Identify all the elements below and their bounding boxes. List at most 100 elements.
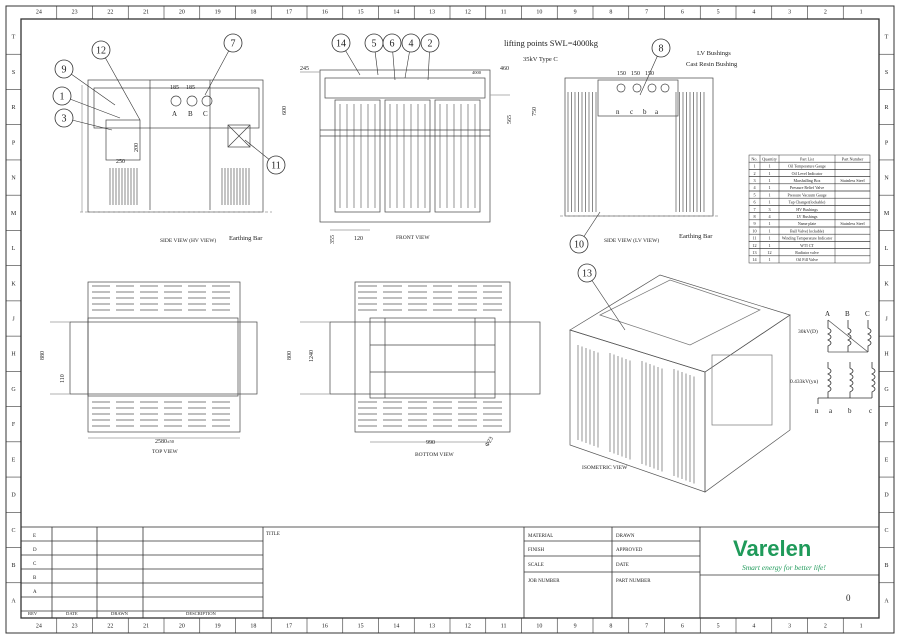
border-row-label: D (11, 493, 16, 499)
border-column-label: 23 (72, 10, 78, 16)
parts-table-cell: Radiator valve (795, 250, 819, 255)
parts-table-cell: 1 (768, 178, 770, 183)
balloon-number: 10 (574, 240, 584, 251)
bottom-view-caption: BOTTOM VIEW (415, 452, 455, 458)
border-column-label: 18 (250, 10, 256, 16)
parts-table-cell: Ball Valve( lockable) (790, 228, 825, 233)
parts-table-cell: 11 (752, 236, 756, 241)
side-view-lv-caption: SIDE VIEW (LV VIEW) (604, 237, 659, 244)
border-row-label: N (11, 176, 16, 182)
balloon-9 (54, 59, 74, 79)
top-view-caption: TOP VIEW (152, 449, 179, 455)
border-row-label: T (885, 35, 889, 41)
dim-800: 800 (287, 351, 293, 360)
sheet-value: 0 (846, 593, 851, 603)
border-column-label: 20 (179, 10, 185, 16)
dim-880: 880 (40, 351, 46, 360)
parts-table-cell: Pressure Vacuum Gauge (787, 192, 826, 197)
dim-1240: 1240 (309, 350, 315, 362)
border-column-label: 15 (358, 624, 364, 630)
parts-table-cell: Stainless Steel (840, 221, 865, 226)
border-column-label: 4 (752, 624, 755, 630)
winding-diagram (817, 319, 876, 404)
parts-table-cell: Tap Changer(lockable) (789, 200, 826, 205)
border-column-label: 10 (536, 10, 542, 16)
front-view (300, 69, 510, 231)
parts-table-cell: 3 (768, 207, 770, 212)
front-view-caption: FRONT VIEW (396, 235, 430, 241)
border-column-label: 15 (358, 10, 364, 16)
border-row-label: H (884, 352, 889, 358)
parts-table-cell: 1 (768, 164, 770, 169)
balloon-number: 11 (271, 161, 281, 172)
parts-table-cell: 4 (753, 185, 756, 190)
parts-table-cell: 10 (752, 228, 756, 233)
title-label: TITLE (266, 532, 280, 537)
bottom-view-dims: 800 1240 990 Φ23 BOTTOM VIEW (287, 350, 495, 458)
border-row-label: B (884, 563, 888, 569)
lv-phase-b: b (643, 108, 647, 116)
side-view-hv (80, 79, 272, 213)
parts-table-header: Quantity (762, 156, 778, 161)
side-view-hv-dims: 185 185 A B C 200 250 SIDE VIEW (HV VIEW… (116, 85, 263, 244)
dim-565: 565 (507, 115, 513, 124)
border-column-label: 7 (645, 624, 648, 630)
parts-table-cell: 1 (768, 192, 770, 197)
border-row-label: B (11, 563, 15, 569)
dim-phi23: Φ23 (485, 436, 495, 448)
title-block-text: TITLE MATERIAL FINISH SCALE JOB NUMBER D… (28, 532, 851, 616)
balloon-1 (52, 86, 72, 106)
hv-phase-c: C (203, 110, 208, 118)
lv-phase-c: c (630, 108, 633, 116)
parts-table-cell: HV Bushings (796, 207, 818, 212)
border-column-label: 24 (36, 624, 42, 630)
brand-tagline: Smart energy for better life! (742, 563, 826, 572)
border-column-label: 8 (609, 10, 612, 16)
parts-table-cell: 1 (768, 200, 770, 205)
balloon-number: 12 (96, 46, 106, 57)
winding-diagram-labels: A B C 30kV(D) 0.433kV(yn) n a b c (790, 310, 872, 415)
border-row-label: A (884, 598, 889, 604)
border-column-label: 6 (681, 10, 684, 16)
balloon-number: 9 (62, 65, 67, 76)
revision-header: DRAWN (111, 611, 129, 616)
lv-terminal-c: c (869, 407, 872, 415)
parts-table-cell: 1 (768, 236, 770, 241)
border-column-label: 13 (429, 624, 435, 630)
border-row-label: H (11, 352, 16, 358)
balloon-number: 14 (336, 39, 346, 50)
parts-table-cell: Marshalling Box (794, 178, 821, 183)
bottom-view (300, 281, 541, 443)
border-column-label: 9 (574, 10, 577, 16)
border-column-label: 17 (286, 10, 292, 16)
earthing-bar-left-label: Earthing Bar (229, 235, 263, 242)
hv-terminal-a: A (825, 310, 830, 318)
border-column-label: 1 (860, 10, 863, 16)
border-row-label: J (12, 317, 15, 323)
parts-table-cell: Pressure Relief Valve (790, 185, 825, 190)
parts-table-cell: 5 (753, 192, 755, 197)
dim-150-b: 150 (631, 71, 640, 77)
hv-phase-b: B (188, 110, 193, 118)
border-column-label: 22 (107, 10, 113, 16)
hv-voltage-label: 30kV(D) (798, 328, 818, 335)
border-column-label: 22 (107, 624, 113, 630)
balloon-number: 13 (582, 269, 592, 280)
border-column-label: 11 (501, 624, 507, 630)
parts-table-cell: 7 (753, 207, 755, 212)
dim-750: 750 (532, 107, 538, 116)
hv-terminal-b: B (845, 310, 850, 318)
border-row-label: E (885, 457, 889, 463)
title-block (20, 526, 880, 619)
revision-letter: D (33, 548, 37, 553)
border-column-label: 7 (645, 10, 648, 16)
hv-terminal-c: C (865, 310, 870, 318)
date-label: DATE (616, 563, 629, 568)
revision-letter: A (33, 590, 37, 595)
dim-4000: 4000 (472, 70, 482, 75)
balloon-7 (223, 33, 243, 53)
parts-table-cell: 1 (768, 243, 770, 248)
isometric-view-caption: ISOMETRIC VIEW (582, 465, 628, 471)
top-view (50, 281, 258, 439)
border-row-label: R (884, 105, 888, 111)
